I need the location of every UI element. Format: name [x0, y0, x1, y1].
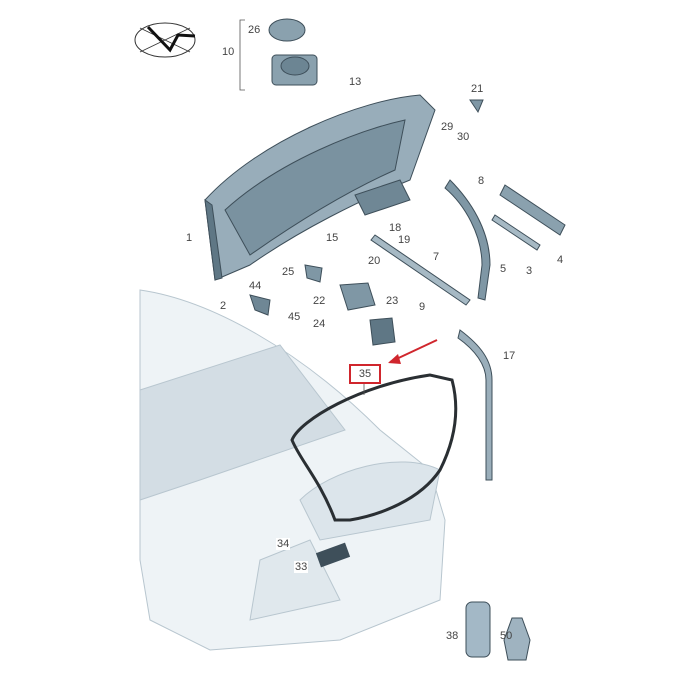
view-direction-icon — [134, 22, 196, 58]
part-label-22[interactable]: 22 — [313, 295, 326, 307]
part-label-7[interactable]: 7 — [433, 251, 440, 263]
part-label-26[interactable]: 26 — [248, 24, 261, 36]
highlighted-part-label-35[interactable]: 35 — [349, 364, 381, 384]
part-label-44[interactable]: 44 — [249, 280, 262, 292]
part-label-10[interactable]: 10 — [222, 46, 235, 58]
part-label-33[interactable]: 33 — [294, 561, 309, 573]
part-label-45[interactable]: 45 — [288, 311, 301, 323]
part-label-4[interactable]: 4 — [557, 254, 564, 266]
part-label-8[interactable]: 8 — [478, 175, 485, 187]
part-label-1[interactable]: 1 — [186, 232, 193, 244]
part-label-21[interactable]: 21 — [471, 83, 484, 95]
part-label-29[interactable]: 29 — [441, 121, 454, 133]
car-body — [139, 289, 446, 651]
trunk-seal-gasket — [290, 373, 458, 522]
gas-struts — [249, 99, 566, 661]
part-label-19[interactable]: 19 — [398, 234, 411, 246]
part-label-18[interactable]: 18 — [389, 222, 402, 234]
part-label-13[interactable]: 13 — [349, 76, 362, 88]
part-label-15[interactable]: 15 — [326, 232, 339, 244]
trunk-lid — [204, 94, 436, 281]
part-label-34[interactable]: 34 — [276, 538, 291, 550]
lock-motor-assembly — [268, 18, 318, 86]
part-label-50[interactable]: 50 — [500, 630, 513, 642]
part-label-9[interactable]: 9 — [419, 301, 426, 313]
part-label-17[interactable]: 17 — [503, 350, 516, 362]
part-label-25[interactable]: 25 — [282, 266, 295, 278]
part-label-30[interactable]: 30 — [457, 131, 470, 143]
part-label-38[interactable]: 38 — [446, 630, 459, 642]
part-label-3[interactable]: 3 — [526, 265, 533, 277]
part-label-24[interactable]: 24 — [313, 318, 326, 330]
part-label-5[interactable]: 5 — [500, 263, 507, 275]
part-label-23[interactable]: 23 — [386, 295, 399, 307]
part-label-20[interactable]: 20 — [368, 255, 381, 267]
part-label-2[interactable]: 2 — [220, 300, 227, 312]
